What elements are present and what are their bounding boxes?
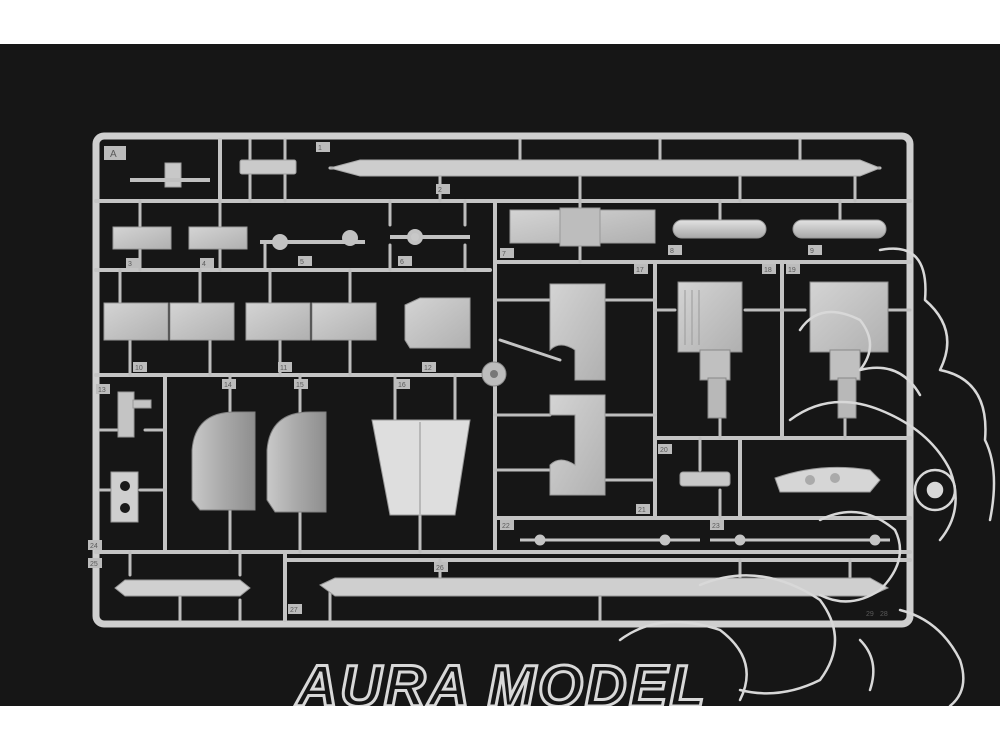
part-4-box (112, 226, 172, 250)
part-1-fitting (130, 162, 210, 188)
watermark-text: AURA MODEL (294, 654, 707, 706)
part-number-label: 16 (398, 382, 406, 389)
part-number-label: 19 (788, 267, 796, 274)
part-number-label: 1 (318, 145, 322, 152)
part-17-fender (266, 411, 327, 513)
part-23-bracket (679, 471, 731, 487)
part-number-label: 29 (866, 611, 874, 618)
part-number-label: 26 (436, 565, 444, 572)
part-number-label: 6 (400, 259, 404, 266)
part-number-label: 28 (880, 611, 888, 618)
part-2-bracket (239, 159, 297, 175)
part-16-fender (191, 411, 256, 511)
part-number-label: 18 (764, 267, 772, 274)
part-25-shaft (520, 534, 700, 546)
part-11-panels (103, 302, 235, 341)
part-number-label: 13 (98, 387, 106, 394)
part-number-label: 8 (670, 248, 674, 255)
part-20-panel (549, 283, 606, 496)
part-22-engine (809, 281, 889, 419)
part-number-label: 2 (438, 187, 442, 194)
gate-stubs (98, 138, 912, 622)
part-number-label: 15 (296, 382, 304, 389)
part-28-rail (319, 577, 890, 597)
part-number-label: 20 (660, 447, 668, 454)
part-number-label: 17 (636, 267, 644, 274)
part-number-label: 7 (502, 251, 506, 258)
part-number-label: 21 (638, 507, 646, 514)
part-number-label: 10 (135, 365, 143, 372)
part-number-label: 22 (502, 523, 510, 530)
part-6-linkage (260, 230, 365, 268)
part-10-cylinder (792, 219, 887, 239)
part-number-label: 14 (224, 382, 232, 389)
part-5-box (188, 226, 248, 250)
part-8-housing (509, 207, 656, 247)
part-number-label: 9 (810, 248, 814, 255)
part-24-dashboard (774, 466, 881, 493)
part-number-label: 25 (90, 561, 98, 568)
part-number-label: 24 (90, 543, 98, 550)
part-number-label: 3 (128, 261, 132, 268)
part-13-tank (404, 297, 471, 349)
part-15-plate (110, 471, 139, 523)
part-number-label: 5 (300, 259, 304, 266)
watermark-graphic (618, 247, 996, 706)
part-number-label: 11 (280, 365, 287, 372)
part-number-label: 23 (712, 523, 720, 530)
part-18-hopper (371, 419, 471, 516)
part-number-label: 4 (202, 261, 206, 268)
part-number-label: 27 (290, 607, 298, 614)
sprue-letter: A (110, 149, 117, 160)
part-26-shaft (710, 534, 890, 546)
part-9-cylinder (672, 219, 767, 239)
part-27-beam (114, 579, 251, 597)
part-3-rod (328, 159, 882, 177)
part-number-tags (88, 142, 822, 614)
part-7-joint (390, 229, 470, 245)
sprue-svg: AURA MODEL A1234567891011121314151617181… (0, 44, 1000, 706)
part-number-label: 12 (424, 365, 432, 372)
part-14-bracket (117, 391, 152, 438)
part-21-engine (677, 281, 743, 419)
part-12-panels (245, 302, 377, 341)
part-19-hub (481, 361, 507, 387)
